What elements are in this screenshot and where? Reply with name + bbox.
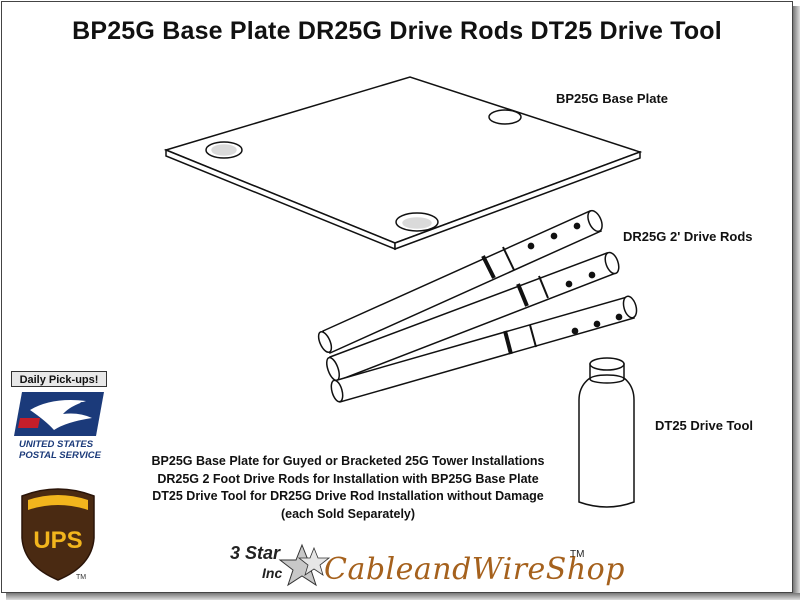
description-line-3: DT25 Drive Tool for DR25G Drive Rod Inst… — [152, 489, 544, 503]
usps-line-2: POSTAL SERVICE — [19, 450, 101, 461]
base-plate-label: BP25G Base Plate — [556, 91, 669, 106]
usps-logo-text: UNITED STATES POSTAL SERVICE — [19, 439, 109, 461]
ups-logo-text: UPS — [33, 527, 82, 554]
drive-tool-label: DT25 Drive Tool — [655, 418, 754, 433]
three-star-logo-text: 3 Star — [230, 543, 281, 563]
product-description: BP25G Base Plate for Guyed or Bracketed … — [128, 453, 568, 523]
brand-trademark: TM — [570, 549, 585, 560]
base-plate-illustration — [163, 76, 643, 251]
three-star-inc-text: Inc — [262, 565, 283, 581]
description-line-2: DR25G 2 Foot Drive Rods for Installation… — [157, 471, 539, 486]
frame-border — [1, 1, 793, 593]
description-line-1: BP25G Base Plate for Guyed or Bracketed … — [151, 454, 545, 468]
daily-pickups-badge: Daily Pick-ups! — [11, 371, 107, 387]
frame-shadow-bottom — [6, 593, 800, 600]
ups-trademark: TM — [76, 574, 87, 581]
drive-rods-illustration — [317, 209, 638, 403]
usps-eagle-icon — [14, 392, 104, 436]
ups-shield-icon: UPS — [21, 488, 95, 581]
frame-shadow-right — [793, 6, 800, 600]
three-star-logo-icon — [278, 543, 331, 587]
usps-line-1: UNITED STATES — [19, 439, 94, 450]
drive-rods-label: DR25G 2' Drive Rods — [623, 229, 753, 244]
page-title: BP25G Base Plate DR25G Drive Rods DT25 D… — [72, 17, 722, 45]
description-line-4: (each Sold Separately) — [280, 506, 416, 521]
brand-name-logo: CableandWireShop — [324, 552, 625, 587]
drive-tool-illustration — [578, 357, 635, 508]
